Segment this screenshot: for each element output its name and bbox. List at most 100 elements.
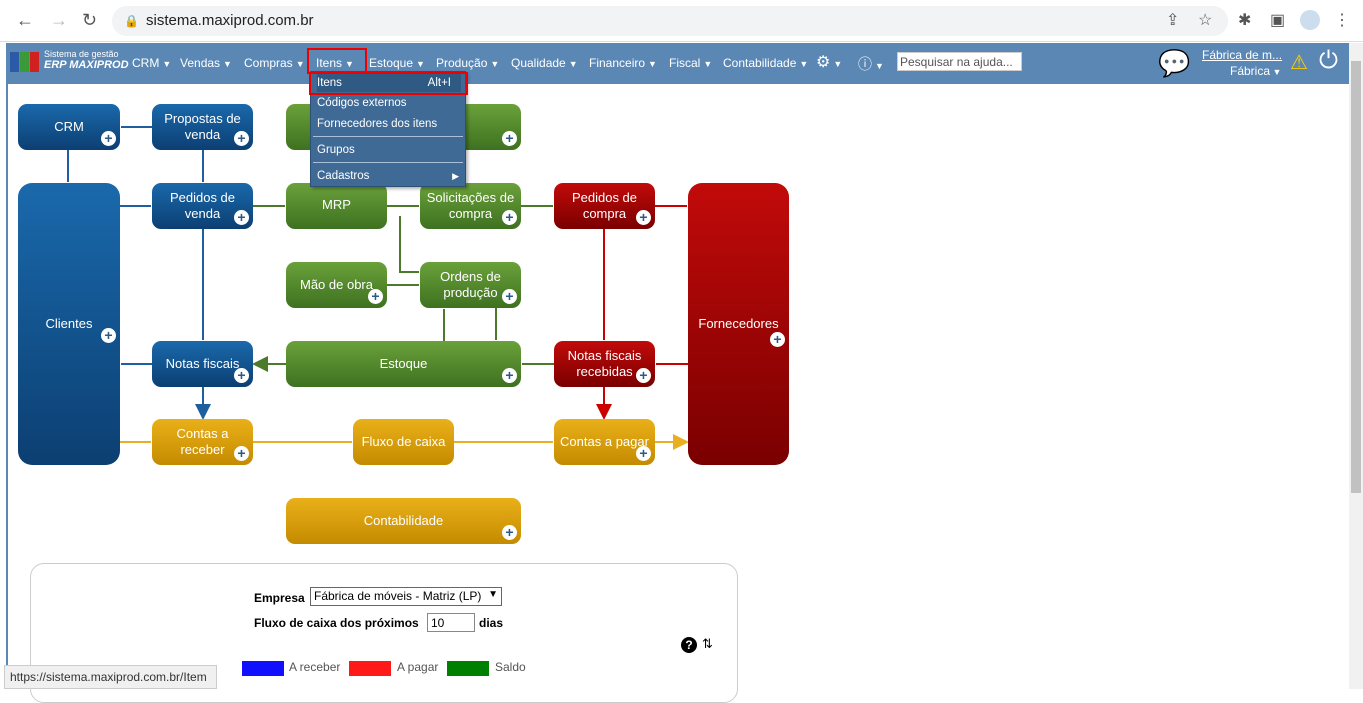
menu-crm[interactable]: CRM▼ [132,56,172,70]
node-label: Notas fiscais recebidas [567,348,642,379]
company-selector[interactable]: Fábrica ▼ [1230,64,1282,78]
node-contas-pagar[interactable]: Contas a pagar+ [554,419,655,465]
add-icon[interactable]: + [636,446,651,461]
add-icon[interactable]: + [234,210,249,225]
node-fornecedores[interactable]: Fornecedores+ [688,183,789,465]
node-notas-recebidas[interactable]: Notas fiscais recebidas+ [554,341,655,387]
dd-item-grupos[interactable]: Grupos [317,144,355,156]
node-label: Fornecedores [698,316,779,331]
add-icon[interactable]: + [636,368,651,383]
node-pedidos-venda[interactable]: Pedidos de venda+ [152,183,253,229]
extensions-icon[interactable]: ✱ [1238,12,1252,29]
node-label: Estoque [379,356,428,371]
company-link[interactable]: Fábrica de m... [1202,48,1283,62]
node-mrp[interactable]: MRP [286,183,387,229]
chevron-right-icon: ▶ [452,171,459,181]
browser-toolbar: ← → ↻ 🔒sistema.maxiprod.com.br ⇪ ☆ ✱ ▣ ⋮ [0,0,1363,42]
menu-label: Compras [244,56,293,70]
add-icon[interactable]: + [101,131,116,146]
add-icon[interactable]: + [770,332,785,347]
node-label: Mão de obra [300,277,373,292]
add-icon[interactable]: + [502,131,517,146]
add-icon[interactable]: + [636,210,651,225]
company-sub: Fábrica [1230,64,1271,78]
forward-icon[interactable]: → [50,10,68,30]
menu-label: Contabilidade [723,56,797,70]
help-icon[interactable]: ⓘ▼ [858,56,884,72]
blue-arrows [67,126,203,418]
node-estoque[interactable]: Estoque + [286,341,521,387]
menu-compras[interactable]: Compras▼ [244,56,305,70]
scrollbar-thumb[interactable] [1351,61,1361,493]
add-icon[interactable]: + [502,368,517,383]
node-contabilidade[interactable]: Contabilidade + [286,498,521,544]
scrollbar[interactable] [1349,43,1363,689]
menu-contabilidade[interactable]: Contabilidade▼ [723,56,809,70]
add-icon[interactable]: + [502,210,517,225]
share-icon[interactable]: ⇪ [1166,12,1180,29]
menu-label: Financeiro [589,56,646,70]
legend-saldo: Saldo [495,660,526,674]
node-pedidos-compra[interactable]: Pedidos de compra+ [554,183,655,229]
legend-swatch-receber [242,661,284,676]
node-fluxo-caixa[interactable]: Fluxo de caixa [353,419,454,465]
node-contas-receber[interactable]: Contas a receber+ [152,419,253,465]
profile-avatar[interactable] [1300,10,1320,30]
select-value: Fábrica de móveis - Matriz (LP) [314,589,482,603]
fluxo-label: Fluxo de caixa dos próximos [254,616,419,630]
menu-estoque[interactable]: Estoque▼ [369,56,425,70]
node-clientes[interactable]: Clientes + [18,183,120,465]
refresh-icon[interactable]: ⇅ [702,636,713,651]
node-notas-fiscais[interactable]: Notas fiscais+ [152,341,253,387]
add-icon[interactable]: + [502,525,517,540]
back-icon[interactable]: ← [16,10,34,30]
node-label: Contabilidade [363,513,444,528]
add-icon[interactable]: + [234,131,249,146]
chat-icon[interactable]: 💬 [1158,48,1191,78]
power-icon[interactable]: ⏻ [1319,47,1338,74]
legend-pagar: A pagar [397,660,439,674]
dias-input[interactable]: 10 [427,613,475,632]
main-content [6,84,1349,689]
add-icon[interactable]: + [234,368,249,383]
node-ordens-producao[interactable]: Ordens de produção+ [420,262,521,308]
node-propostas[interactable]: Propostas de venda+ [152,104,253,150]
dd-item-fornecedores-itens[interactable]: Fornecedores dos itens [317,118,438,130]
menu-label: Qualidade [511,56,566,70]
kebab-menu-icon[interactable]: ⋮ [1334,12,1350,29]
menu-vendas[interactable]: Vendas▼ [180,56,232,70]
sidepanel-icon[interactable]: ▣ [1270,12,1286,29]
add-icon[interactable]: + [368,289,383,304]
gear-icon[interactable]: ⚙▼ [816,54,843,71]
node-crm[interactable]: CRM+ [18,104,120,150]
reload-icon[interactable]: ↻ [82,10,98,30]
highlight-itens-item [309,72,468,95]
menu-financeiro[interactable]: Financeiro▼ [589,56,657,70]
node-label: Clientes [45,316,93,331]
empresa-label: Empresa [254,591,305,605]
menu-itens[interactable]: Itens▼ [316,56,354,70]
star-icon[interactable]: ☆ [1198,12,1213,29]
node-mao-de-obra[interactable]: Mão de obra+ [286,262,387,308]
menu-fiscal[interactable]: Fiscal▼ [669,56,713,70]
dd-item-cadastros[interactable]: Cadastros▶ [317,167,461,185]
empresa-select[interactable]: Fábrica de móveis - Matriz (LP)▼ [310,587,502,606]
dd-item-codigos-externos[interactable]: Códigos externos [317,97,407,109]
warning-icon[interactable]: ⚠ [1290,52,1308,74]
node-solicitacoes[interactable]: Solicitações de compra+ [420,183,521,229]
node-label: MRP [322,197,351,212]
add-icon[interactable]: + [101,328,116,343]
node-label: Solicitações de compra [426,190,515,221]
help-search-input[interactable]: Pesquisar na ajuda... [897,52,1022,71]
node-label: Contas a pagar [560,434,649,449]
node-label: Notas fiscais [165,356,240,371]
menu-qualidade[interactable]: Qualidade▼ [511,56,578,70]
add-icon[interactable]: + [502,289,517,304]
url-text: sistema.maxiprod.com.br [146,12,314,29]
menu-producao[interactable]: Produção▼ [436,56,500,70]
address-bar[interactable]: 🔒sistema.maxiprod.com.br [112,6,1228,36]
legend-receber: A receber [289,660,341,674]
add-icon[interactable]: + [234,446,249,461]
help-icon[interactable]: ? [681,637,697,653]
